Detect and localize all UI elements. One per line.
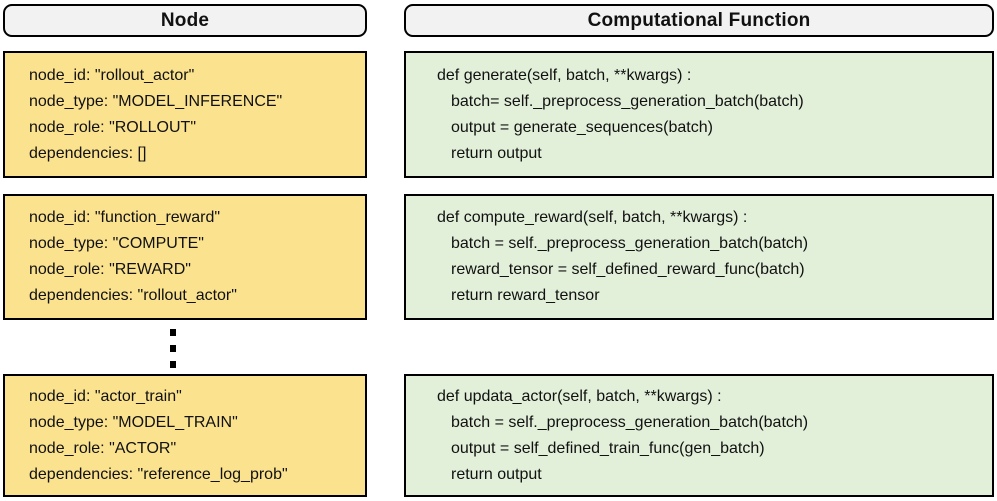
ellipsis-dot [170, 345, 176, 352]
node-column-header-label: Node [160, 9, 210, 31]
node-field-type: node_type: "COMPUTE" [29, 235, 204, 252]
code-def-line: def updata_actor(self, batch, **kwargs) … [437, 387, 722, 405]
node-box-function-reward: node_id: "function_reward" node_type: "C… [3, 194, 367, 320]
code-box-generate: def generate(self, batch, **kwargs) : ba… [404, 51, 994, 178]
vertical-ellipsis-icon [170, 329, 176, 368]
node-column-header: Node [3, 4, 367, 37]
node-field-type: node_type: "MODEL_INFERENCE" [29, 92, 283, 110]
computational-function-column-header-label: Computational Function [587, 9, 811, 31]
code-box-compute-reward: def compute_reward(self, batch, **kwargs… [404, 194, 994, 320]
code-body-line: batch = self._preprocess_generation_batc… [451, 413, 809, 431]
code-def-line: def compute_reward(self, batch, **kwargs… [437, 209, 748, 226]
code-body-line: batch = self._preprocess_generation_batc… [451, 235, 809, 252]
ellipsis-dot [170, 361, 176, 368]
node-field-dependencies: dependencies: [] [29, 144, 147, 162]
code-return-line: return output [451, 144, 542, 162]
node-field-role: node_role: "ROLLOUT" [29, 118, 196, 136]
code-return-line: return output [451, 465, 542, 483]
node-box-actor-train: node_id: "actor_train" node_type: "MODEL… [3, 374, 367, 497]
node-field-dependencies: dependencies: "reference_log_prob" [29, 465, 288, 483]
code-body-line: reward_tensor = self_defined_reward_func… [451, 261, 805, 278]
code-body-line: batch= self._preprocess_generation_batch… [451, 92, 804, 110]
node-field-role: node_role: "REWARD" [29, 261, 191, 278]
node-field-id: node_id: "actor_train" [29, 387, 182, 405]
node-field-role: node_role: "ACTOR" [29, 439, 177, 457]
computational-function-column-header: Computational Function [404, 4, 994, 37]
node-field-id: node_id: "function_reward" [29, 209, 221, 226]
ellipsis-dot [170, 329, 176, 336]
code-return-line: return reward_tensor [451, 287, 600, 304]
code-def-line: def generate(self, batch, **kwargs) : [437, 66, 692, 84]
node-box-rollout-actor: node_id: "rollout_actor" node_type: "MOD… [3, 51, 367, 178]
node-field-type: node_type: "MODEL_TRAIN" [29, 413, 238, 431]
node-field-id: node_id: "rollout_actor" [29, 66, 195, 84]
code-box-update-actor: def updata_actor(self, batch, **kwargs) … [404, 374, 994, 497]
node-field-dependencies: dependencies: "rollout_actor" [29, 287, 237, 304]
code-body-line: output = generate_sequences(batch) [451, 118, 713, 136]
code-body-line: output = self_defined_train_func(gen_bat… [451, 439, 765, 457]
